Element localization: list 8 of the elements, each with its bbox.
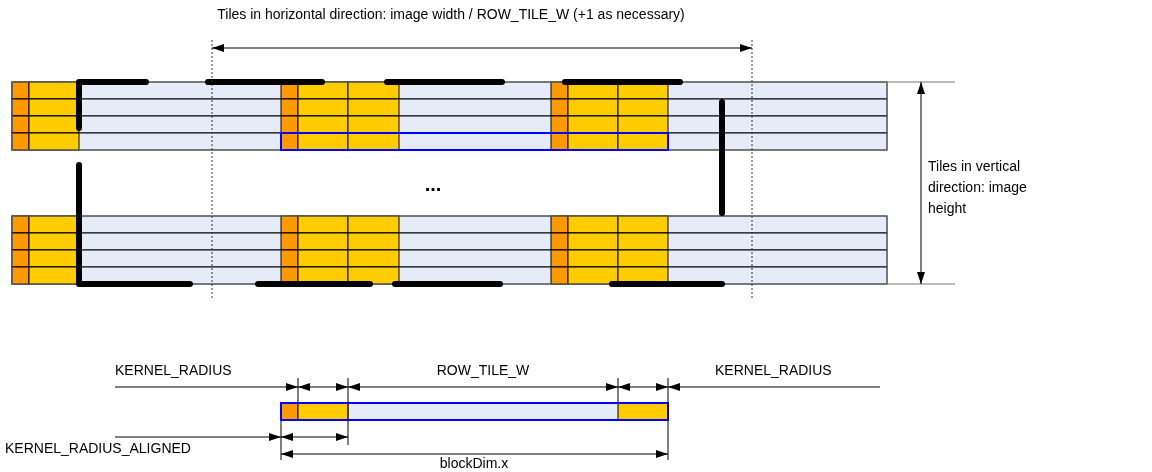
ellipsis-text: ...: [424, 176, 442, 193]
dimension-label: ROW_TILE_W: [436, 362, 530, 379]
dimension-label: KERNEL_RADIUS_ALIGNED: [5, 440, 191, 457]
dimension-label: KERNEL_RADIUS: [115, 362, 232, 379]
dimension-label: Tiles in horizontal direction: image width / ROW_TILE_W (+1 as necessary): [217, 6, 685, 23]
dimension-label: KERNEL_RADIUS: [715, 362, 832, 379]
dimension-label: blockDim.x: [439, 455, 509, 472]
dimension-label: Tiles in vertical direction: image height: [928, 157, 1028, 218]
